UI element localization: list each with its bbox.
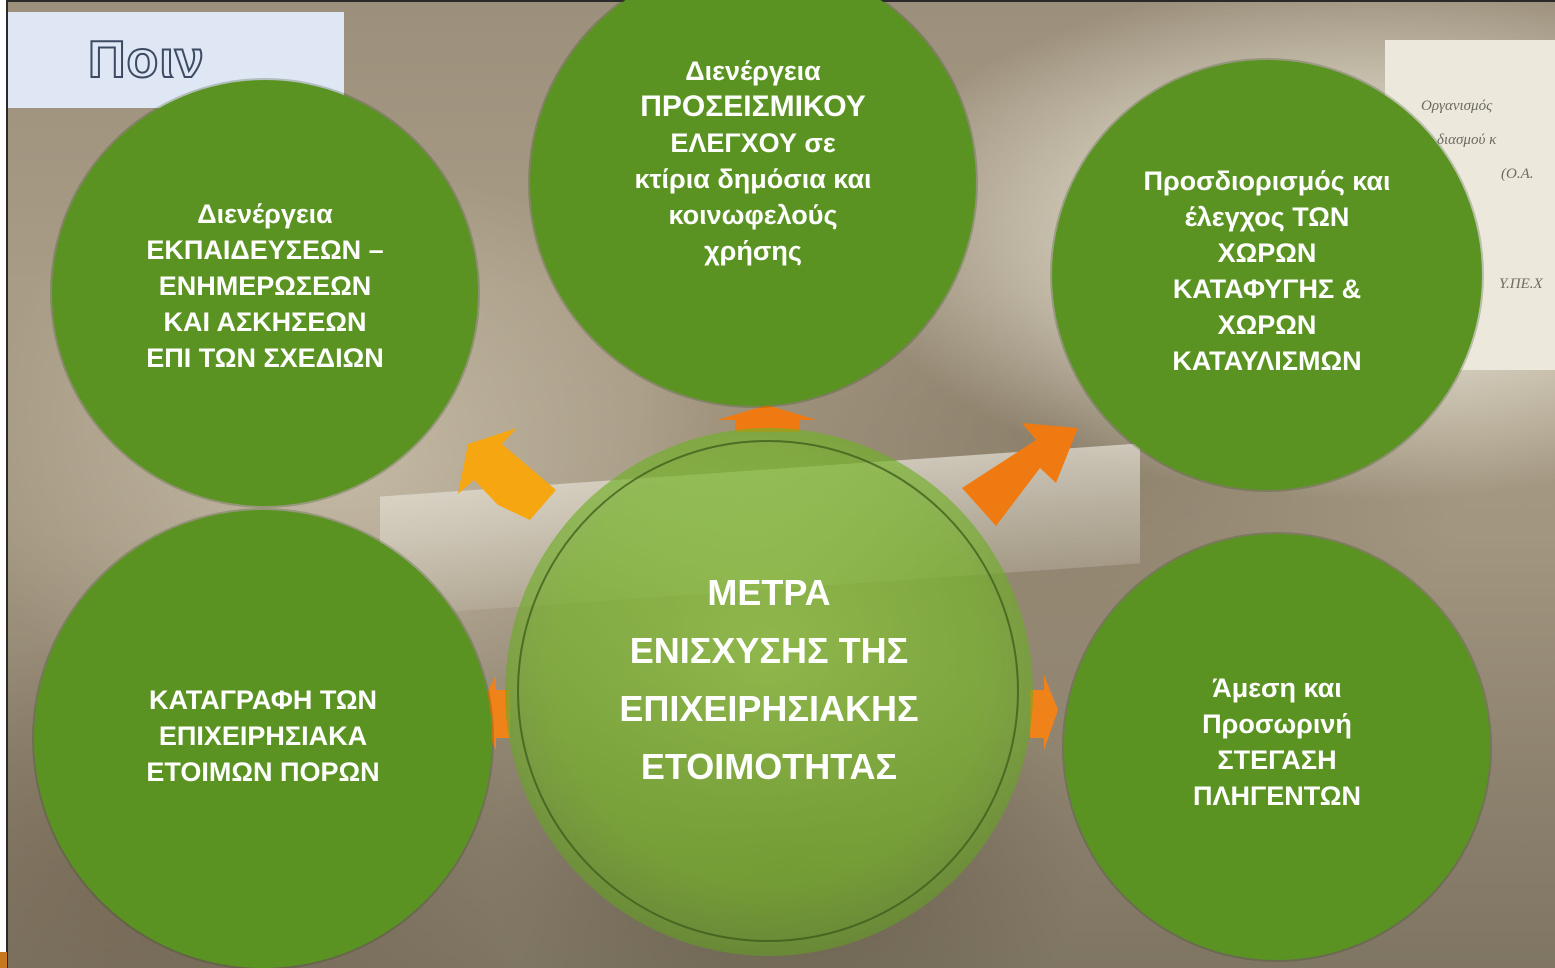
corner-mark	[0, 952, 7, 968]
node-shelters-line: ΧΩΡΩΝ	[1217, 238, 1317, 268]
screen-text-line: (Ο.Α.	[1501, 166, 1534, 182]
node-shelters-line: ΧΩΡΩΝ	[1217, 310, 1317, 340]
node-trainings: Διενέργεια ΕΚΠΑΙΔΕΥΣΕΩΝ – ΕΝΗΜΕΡΩΣΕΩΝ ΚΑ…	[52, 80, 478, 506]
node-resources-line: ΚΑΤΑΓΡΑΦΗ ΤΩΝ	[148, 685, 378, 715]
center-line: ΕΠΙΧΕΙΡΗΣΙΑΚΗΣ	[619, 688, 919, 729]
node-shelters-line: έλεγχος ΤΩΝ	[1184, 202, 1350, 232]
arrow-up-icon	[717, 405, 817, 432]
node-trainings-line: Διενέργεια	[197, 199, 333, 229]
center-ring	[517, 440, 1019, 942]
node-housing-line: Προσωρινή	[1202, 709, 1352, 739]
node-seismic-check-line: κτίρια δημόσια και	[634, 164, 872, 194]
node-seismic-check-line: ΠΡΟΣΕΙΣΜΙΚΟΥ	[640, 90, 866, 123]
center-line: ΜΕΤΡΑ	[707, 572, 831, 613]
screen-text-line: Οργανισμός	[1421, 98, 1493, 114]
node-seismic-check-line: Διενέργεια	[685, 56, 821, 86]
node-resources-line: ΕΤΟΙΜΩΝ ΠΟΡΩΝ	[146, 757, 380, 787]
arrow-up-left-icon	[458, 428, 556, 520]
node-shelters-line: Προσδιορισμός και	[1143, 166, 1391, 196]
node-housing-line: Άμεση και	[1212, 673, 1342, 703]
node-trainings-line: ΕΠΙ ΤΩΝ ΣΧΕΔΙΩΝ	[146, 343, 384, 373]
node-housing-line: ΠΛΗΓΕΝΤΩΝ	[1193, 781, 1361, 811]
node-trainings-line: ΕΚΠΑΙΔΕΥΣΕΩΝ –	[146, 235, 384, 265]
arrow-up-right-icon	[962, 423, 1078, 526]
node-center: ΜΕΤΡΑ ΕΝΙΣΧΥΣΗΣ ΤΗΣ ΕΠΙΧΕΙΡΗΣΙΑΚΗΣ ΕΤΟΙΜ…	[505, 428, 1033, 956]
screen-text-line: Υ.ΠΕ.Χ	[1499, 276, 1543, 292]
node-housing-line: ΣΤΕΓΑΣΗ	[1217, 745, 1337, 775]
node-shelters-line: ΚΑΤΑΦΥΓΗΣ &	[1172, 274, 1362, 304]
node-housing: Άμεση και Προσωρινή ΣΤΕΓΑΣΗ ΠΛΗΓΕΝΤΩΝ	[1064, 534, 1490, 960]
node-seismic-check-line: κοινωφελούς	[668, 200, 838, 230]
node-seismic-check-line: ΕΛΕΓΧΟΥ σε	[670, 128, 836, 158]
node-seismic-check-line: χρήσης	[704, 236, 802, 266]
left-border	[6, 0, 8, 968]
screen-text-line: διασμού κ	[1437, 132, 1497, 148]
arrow-left-icon	[478, 675, 508, 750]
node-shelters-line: ΚΑΤΑΥΛΙΣΜΩΝ	[1172, 346, 1362, 376]
node-resources-line: ΕΠΙΧΕΙΡΗΣΙΑΚΑ	[158, 721, 368, 751]
node-shelters: Προσδιορισμός και έλεγχος ΤΩΝ ΧΩΡΩΝ ΚΑΤΑ…	[1052, 60, 1482, 490]
center-line: ΕΝΙΣΧΥΣΗΣ ΤΗΣ	[629, 630, 909, 671]
node-seismic-check: Διενέργεια ΠΡΟΣΕΙΣΜΙΚΟΥ ΕΛΕΓΧΟΥ σε κτίρι…	[530, 0, 976, 406]
arrow-right-icon	[1030, 675, 1058, 750]
node-trainings-line: ΚΑΙ ΑΣΚΗΣΕΩΝ	[163, 307, 367, 337]
node-resources: ΚΑΤΑΓΡΑΦΗ ΤΩΝ ΕΠΙΧΕΙΡΗΣΙΑΚΑ ΕΤΟΙΜΩΝ ΠΟΡΩ…	[34, 510, 492, 968]
node-trainings-line: ΕΝΗΜΕΡΩΣΕΩΝ	[158, 271, 372, 301]
page-title: Ποιν	[87, 30, 205, 90]
center-line: ΕΤΟΙΜΟΤΗΤΑΣ	[640, 746, 898, 787]
